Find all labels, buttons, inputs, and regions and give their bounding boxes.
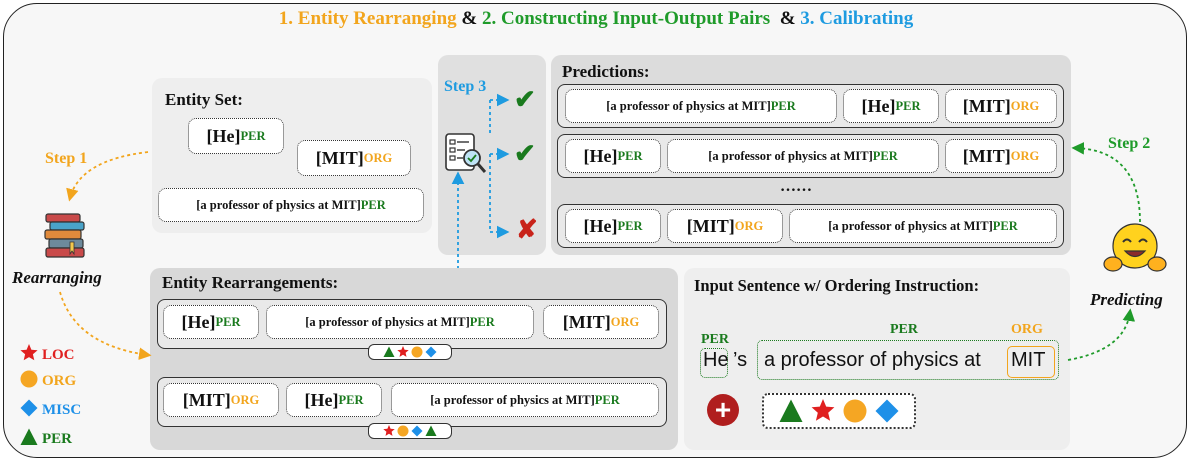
diamond-icon (875, 399, 899, 423)
prediction-chip: [MIT]ORG (945, 139, 1057, 173)
mit-highlight-box (1007, 346, 1055, 378)
input-sentence-title: Input Sentence w/ Ordering Instruction: (694, 276, 980, 295)
rearrangement-chip: [MIT]ORG (163, 383, 279, 417)
sentence-label-he: PER (701, 332, 729, 347)
triangle-icon (425, 425, 437, 436)
ordering-instruction-box (762, 393, 916, 429)
legend-loc: LOC (20, 344, 75, 367)
rearrangement-chip: [MIT]ORG (543, 305, 659, 339)
prediction-chip: [He]PER (565, 139, 661, 173)
legend-misc: MISC (20, 399, 81, 422)
cross-icon: ✘ (516, 215, 538, 244)
diamond-icon (411, 425, 423, 437)
rearrangement-chip: [He]PER (163, 305, 259, 339)
sentence-label-professor: PER (890, 322, 918, 337)
rearrangement-chip: [a professor of physics at MIT]PER (391, 383, 659, 417)
star-icon (20, 344, 38, 361)
order-badge (368, 344, 452, 360)
sentence-word-mit: MIT (1011, 349, 1046, 371)
star-icon (811, 399, 835, 421)
entity-chip-professor: [a professor of physics at MIT]PER (158, 188, 424, 222)
rearrangements-title: Entity Rearrangements: (162, 273, 339, 292)
triangle-icon (20, 428, 38, 445)
diamond-icon (425, 346, 437, 358)
circle-icon (397, 425, 409, 437)
sentence-word-s: ’s (733, 349, 748, 371)
circle-icon (411, 346, 423, 358)
star-icon (397, 346, 409, 357)
prediction-chip: [MIT]ORG (667, 209, 783, 243)
predictions-title: Predictions: (562, 62, 650, 81)
diagram-title: 1. Entity Rearranging & 2. Constructing … (0, 8, 1192, 30)
prediction-chip: [a professor of physics at MIT]PER (789, 209, 1057, 243)
title-step3: 3. Calibrating (800, 8, 914, 29)
check-icon-2: ✔ (514, 139, 536, 168)
predictions-ellipsis: …… (780, 178, 812, 195)
books-icon (44, 213, 85, 258)
sentence-word-he: He (703, 349, 729, 371)
step1-label: Step 1 (45, 150, 88, 167)
sentence-label-mit: ORG (1011, 322, 1043, 337)
he-highlight-box (700, 348, 728, 378)
prediction-chip: [a professor of physics at MIT]PER (667, 139, 939, 173)
check-icon-1: ✔ (514, 85, 536, 114)
prediction-chip: [a professor of physics at MIT]PER (565, 89, 837, 123)
entity-set-title: Entity Set: (165, 90, 243, 109)
triangle-icon (383, 346, 395, 357)
step2-label: Step 2 (1108, 135, 1151, 152)
title-step1: 1. Entity Rearranging (278, 8, 457, 29)
hugging-face-icon (1103, 223, 1167, 272)
step3-label: Step 3 (444, 78, 487, 95)
legend-org: ORG (20, 370, 76, 393)
circle-icon (20, 370, 38, 388)
diamond-icon (20, 399, 38, 417)
title-amp1: & (461, 8, 478, 29)
prediction-chip: [He]PER (565, 209, 661, 243)
entity-chip-mit: [MIT]ORG (297, 140, 411, 176)
legend-per: PER (20, 428, 72, 451)
rearrangement-chip: [He]PER (286, 383, 382, 417)
title-step2: 2. Constructing Input-Output Pairs (481, 8, 771, 29)
predicting-label: Predicting (1090, 290, 1163, 309)
triangle-icon (779, 399, 803, 422)
sentence-word-professor: a professor of physics at (764, 349, 981, 371)
order-badge (368, 423, 452, 439)
entity-chip-he: [He]PER (188, 118, 284, 154)
plus-icon: + (707, 394, 739, 426)
prediction-chip: [He]PER (843, 89, 939, 123)
professor-highlight-box (757, 340, 1059, 380)
title-amp2: & (779, 8, 796, 29)
star-icon (383, 425, 395, 436)
circle-icon (843, 399, 867, 423)
calibrate-document-icon (445, 133, 487, 173)
rearrangement-chip: [a professor of physics at MIT]PER (266, 305, 534, 339)
rearranging-label: Rearranging (12, 268, 102, 287)
prediction-chip: [MIT]ORG (945, 89, 1057, 123)
